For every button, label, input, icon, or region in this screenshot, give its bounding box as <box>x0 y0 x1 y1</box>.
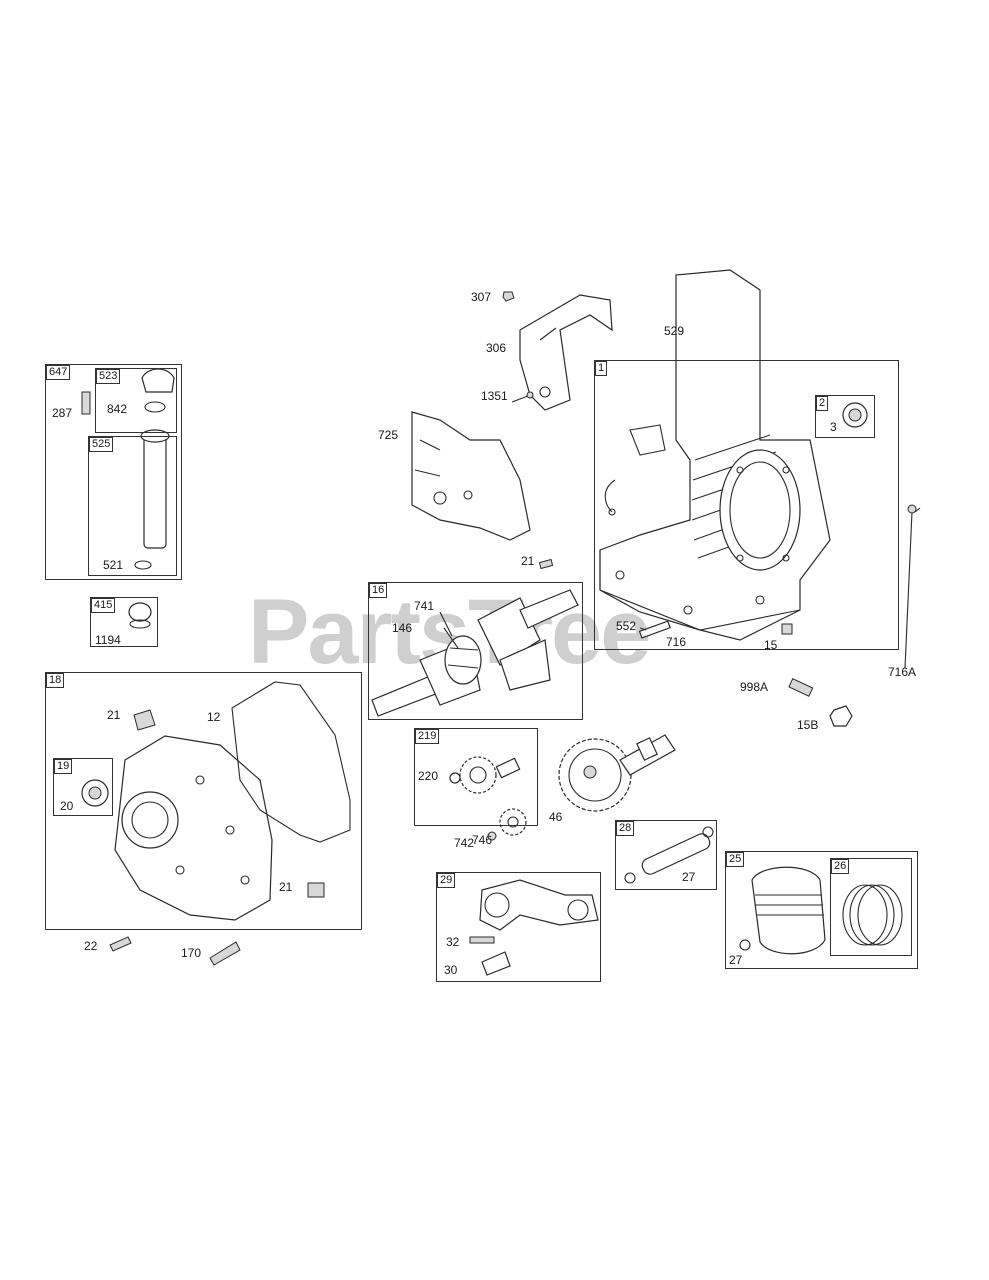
seal-3 <box>842 402 868 428</box>
callout-1351: 1351 <box>481 389 508 403</box>
box-tag-16: 16 <box>369 583 388 598</box>
callout-15B: 15B <box>797 718 819 732</box>
piston-rings-26 <box>842 884 903 946</box>
stud-998A <box>788 678 814 697</box>
connecting-rod-29 <box>469 879 599 976</box>
box-tag-525: 525 <box>89 437 114 452</box>
fastener-307 <box>502 291 515 302</box>
crankshaft-16 <box>371 589 579 717</box>
callout-21-cap: 21 <box>107 708 121 722</box>
callout-716: 716 <box>666 635 687 649</box>
nut-15B <box>829 705 853 727</box>
screw-1351 <box>511 391 534 403</box>
plug-1194 <box>128 602 152 629</box>
box-tag-18: 18 <box>46 673 65 688</box>
callout-27-pin: 27 <box>682 870 696 884</box>
callout-287: 287 <box>52 406 73 420</box>
oil-fill-assembly-647 <box>81 368 175 570</box>
box-29 <box>436 872 601 982</box>
callout-998A: 998A <box>740 680 769 694</box>
box-tag-2: 2 <box>816 396 829 411</box>
callout-742: 742 <box>454 836 475 850</box>
box-525 <box>88 436 177 576</box>
bracket-306 <box>519 294 613 411</box>
callout-307: 307 <box>471 290 492 304</box>
callout-716A: 716A <box>888 665 917 679</box>
callout-220: 220 <box>418 769 439 783</box>
dipstick-716A <box>904 504 917 669</box>
plug-21 <box>307 882 325 898</box>
box-tag-415: 415 <box>91 598 116 613</box>
box-tag-25: 25 <box>726 852 745 867</box>
box-26 <box>830 858 912 956</box>
callout-21-key: 21 <box>521 554 535 568</box>
pin-15 <box>781 623 793 635</box>
callout-741: 741 <box>414 599 435 613</box>
callout-3: 3 <box>830 420 837 434</box>
box-523 <box>95 368 177 433</box>
box-tag-1: 1 <box>595 361 608 376</box>
box-18 <box>45 672 362 930</box>
callout-12: 12 <box>207 710 221 724</box>
gear-219 <box>449 756 521 794</box>
key-21 <box>538 558 554 570</box>
callout-32: 32 <box>446 935 460 949</box>
box-2 <box>815 395 875 438</box>
callout-746: 746 <box>472 833 493 847</box>
box-1 <box>594 360 899 650</box>
box-tag-523: 523 <box>96 369 121 384</box>
box-415 <box>90 597 158 647</box>
washer-742 <box>487 831 497 841</box>
crankcase-cover-18 <box>114 709 273 921</box>
cylinder-fins <box>691 434 801 571</box>
camshaft-46 <box>558 734 676 812</box>
callout-15: 15 <box>764 638 778 652</box>
box-25 <box>725 851 918 969</box>
dowel-552 <box>638 620 671 639</box>
bolt-170 <box>209 941 241 966</box>
engine-block-1 <box>599 269 831 641</box>
box-tag-28: 28 <box>616 821 635 836</box>
box-tag-647: 647 <box>46 365 71 380</box>
callout-27-piston: 27 <box>729 953 743 967</box>
callout-30: 30 <box>444 963 458 977</box>
callout-529: 529 <box>664 324 685 338</box>
callout-842: 842 <box>107 402 128 416</box>
gasket-12 <box>231 681 351 843</box>
box-tag-19: 19 <box>54 759 73 774</box>
box-16 <box>368 582 583 720</box>
seal-20 <box>81 779 109 807</box>
box-28 <box>615 820 717 890</box>
bolt-22 <box>109 936 132 952</box>
box-647 <box>45 364 182 580</box>
box-tag-26: 26 <box>831 859 850 874</box>
callout-146: 146 <box>392 621 413 635</box>
callout-725: 725 <box>378 428 399 442</box>
callout-20: 20 <box>60 799 74 813</box>
wrist-pin-28 <box>624 826 714 884</box>
callout-1194: 1194 <box>95 633 121 647</box>
box-19 <box>53 758 113 816</box>
box-219 <box>414 728 538 826</box>
box-tag-29: 29 <box>437 873 456 888</box>
callout-306: 306 <box>486 341 507 355</box>
blower-housing-725 <box>411 411 531 541</box>
piston-25 <box>739 866 826 955</box>
callout-521: 521 <box>103 558 124 572</box>
callout-22: 22 <box>84 939 98 953</box>
box-tag-219: 219 <box>415 729 440 744</box>
callout-46: 46 <box>549 810 563 824</box>
gear-746 <box>499 808 527 836</box>
callout-21-plug: 21 <box>279 880 293 894</box>
callout-552: 552 <box>616 619 637 633</box>
callout-170: 170 <box>181 946 202 960</box>
